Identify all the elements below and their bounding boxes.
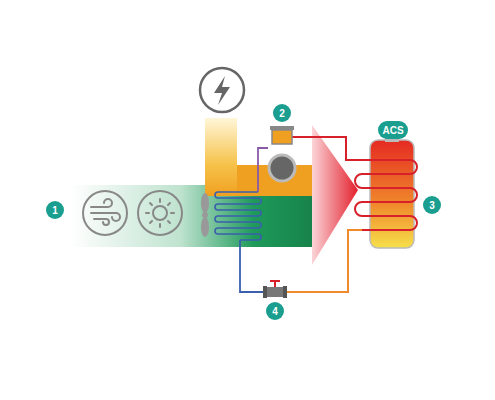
- tank-label: ACS: [378, 121, 407, 139]
- callout-number: 1: [46, 201, 64, 219]
- callout-number: 3: [423, 196, 441, 214]
- callout-number: 4: [266, 302, 284, 320]
- callout-number: 2: [273, 104, 291, 122]
